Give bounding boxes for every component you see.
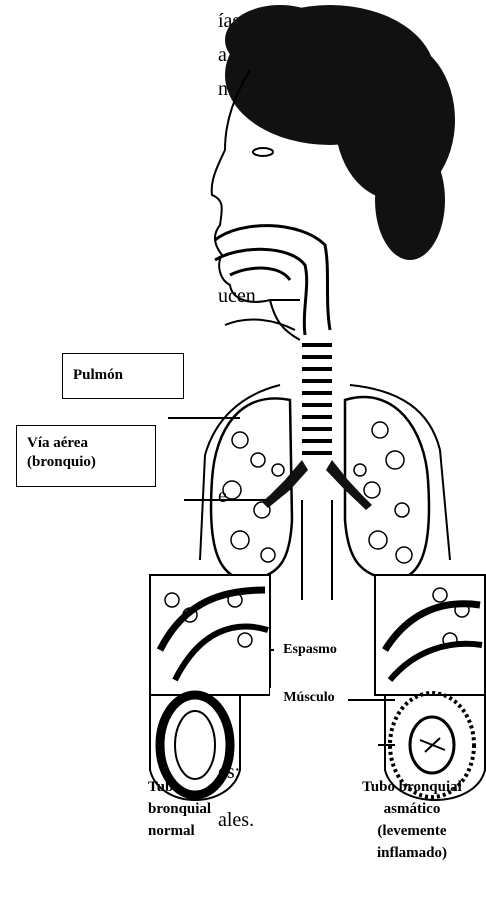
bronchi-drawing bbox=[262, 460, 372, 510]
caption-line: (levemente bbox=[338, 820, 486, 842]
lung-texture bbox=[223, 422, 412, 563]
muscle-label: Músculo bbox=[270, 688, 348, 707]
spasm-label: Espasmo bbox=[274, 640, 346, 659]
caption-line: bronquial bbox=[148, 798, 238, 820]
caption-line: Tubo bbox=[148, 776, 238, 798]
airway-label: Vía aérea (bronquio) bbox=[16, 425, 156, 487]
body-outline bbox=[200, 320, 450, 600]
caption-line: Tubo bronquial bbox=[338, 776, 486, 798]
airway-label-line1: Vía aérea bbox=[27, 434, 155, 453]
caption-line: asmático bbox=[338, 798, 486, 820]
caption-line: normal bbox=[148, 820, 238, 842]
normal-tube-caption: Tubo bronquial normal bbox=[148, 776, 238, 842]
hair-drawing bbox=[225, 5, 455, 260]
caption-line: inflamado) bbox=[338, 842, 486, 864]
normal-tube-cross-section bbox=[150, 575, 270, 800]
lung-label: Pulmón bbox=[62, 353, 184, 399]
asthmatic-tube-caption: Tubo bronquial asmático (levemente infla… bbox=[338, 776, 486, 864]
trachea-drawing bbox=[302, 345, 332, 453]
airway-label-line2: (bronquio) bbox=[27, 453, 155, 472]
airway-passage bbox=[215, 226, 330, 335]
asthmatic-tube-cross-section bbox=[375, 575, 485, 800]
